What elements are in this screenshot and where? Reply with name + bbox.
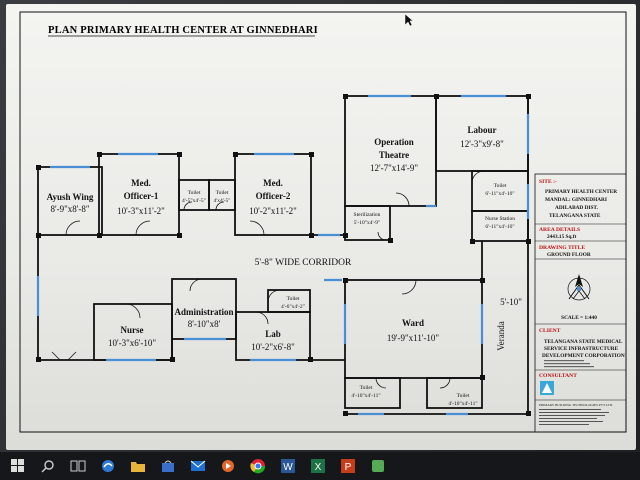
powerpoint-icon[interactable]: P [338, 458, 358, 474]
media-icon[interactable] [218, 458, 238, 474]
client-address-lines [544, 360, 594, 368]
svg-text:X: X [315, 462, 322, 473]
floor-plan: PLAN PRIMARY HEALTH CENTER AT GINNEDHARI [19, 11, 627, 433]
site-line-4: TELANGANA STATE [549, 213, 601, 219]
labour-dim: 12'-3"x9'-8" [460, 139, 504, 149]
scale-text: SCALE = 1:440 [561, 315, 597, 321]
ward-room [344, 279, 483, 379]
ot-name: Operation [374, 137, 414, 147]
med2-name: Med. [263, 178, 283, 188]
consultant-line-1: PRIMARY BUILDING TECHNOLOGIES PVT LTD [539, 403, 613, 407]
chrome-icon[interactable] [248, 458, 268, 474]
ayush-dim: 8'-9"x8'-8" [50, 204, 89, 214]
north-arrow-icon [567, 274, 591, 301]
ot-dim: 12'-7"x14'-9" [370, 163, 418, 173]
nurse-station-dim: 6'-11"x4'-10" [485, 224, 514, 230]
task-view-icon[interactable] [68, 458, 88, 474]
consultant-head: CONSULTANT [539, 373, 577, 379]
svg-text:P: P [345, 462, 352, 473]
med2-name2: Officer-2 [256, 191, 291, 201]
mail-icon[interactable] [188, 458, 208, 474]
area-value: 2443.15 Sq.ft [547, 234, 577, 240]
toilet-w2-name: Toilet [457, 393, 470, 399]
med1-name2: Officer-1 [124, 191, 159, 201]
toilet-lab-dim: 4'-6"x4'-2" [281, 304, 305, 310]
windows-icon[interactable] [8, 458, 28, 474]
title-block: SITE :- PRIMARY HEALTH CENTER MANDAL: GI… [534, 173, 627, 433]
admin-name: Administration [174, 307, 233, 317]
ayush-name: Ayush Wing [47, 192, 94, 202]
sterilization-room [344, 205, 391, 241]
store-icon[interactable] [158, 458, 178, 474]
room-labels: Ayush Wing 8'-9"x8'-8" Med. Officer-1 10… [47, 125, 523, 407]
sterilization-name: Sterilization [354, 212, 381, 218]
drawing-value: GROUND FLOOR [547, 252, 591, 258]
lab-name: Lab [265, 329, 281, 339]
nurse-station-name: Nurse Station [485, 216, 515, 222]
labour-name: Labour [467, 125, 496, 135]
drawing-sheet: PLAN PRIMARY HEALTH CENTER AT GINNEDHARI [6, 4, 636, 450]
ot-name2: Theatre [379, 150, 409, 160]
word-icon[interactable]: W [278, 458, 298, 474]
toilet-w2-room [426, 377, 483, 409]
toilet-w1-room [344, 377, 401, 409]
client-head: CLIENT [539, 328, 561, 334]
toilet-b-dim: 4'x4'-5" [213, 198, 230, 204]
veranda-width: 5'-10" [500, 297, 522, 307]
toilet-a-name: Toilet [188, 190, 201, 196]
drawing-head: DRAWING TITLE [539, 245, 585, 251]
ward-name: Ward [402, 318, 424, 328]
door-swings [51, 170, 485, 389]
consultant-logo-icon [540, 381, 554, 395]
consultant-address-lines [539, 409, 609, 425]
site-line-3: ADILABAD DIST. [555, 205, 599, 211]
med1-name: Med. [131, 178, 151, 188]
excel-icon[interactable]: X [308, 458, 328, 474]
windows [36, 94, 530, 416]
admin-dim: 8'-10"x8' [188, 319, 221, 329]
plan-title: PLAN PRIMARY HEALTH CENTER AT GINNEDHARI [48, 25, 318, 36]
toilet-a-dim: 4'-5"x4'-5" [182, 198, 206, 204]
corridor-label: 5'-8" WIDE CORRIDOR [255, 258, 352, 268]
edge-icon[interactable] [98, 458, 118, 474]
app-icon[interactable] [368, 458, 388, 474]
toilet-w1-dim: 4'-10"x4'-11" [351, 393, 380, 399]
corridor-left-wall [37, 235, 84, 361]
taskbar: W X P [0, 452, 640, 480]
med2-dim: 10'-2"x11'-2" [249, 206, 297, 216]
ward-dim: 19'-9"x11'-10" [387, 333, 440, 343]
lab-dim: 10'-2"x6'-8" [251, 342, 295, 352]
svg-text:W: W [283, 462, 293, 473]
toilet-w2-dim: 4'-10"x4'-11" [448, 401, 477, 407]
search-icon[interactable] [38, 458, 58, 474]
area-head: AREA DETAILS [539, 227, 580, 233]
toilet-lab-name: Toilet [287, 296, 300, 302]
folder-icon[interactable] [128, 458, 148, 474]
columns [36, 94, 531, 416]
nurse-name: Nurse [121, 325, 144, 335]
toilet-b-name: Toilet [216, 190, 229, 196]
client-line-2: SERVICE INFRASTRUCTURE [544, 346, 619, 352]
toilet-w1-name: Toilet [360, 385, 373, 391]
toilet-l-name: Toilet [494, 183, 507, 189]
nurse-dim: 10'-3"x6'-10" [108, 338, 156, 348]
sterilization-dim: 5'-10"x4'-9" [354, 220, 381, 226]
client-line-1: TELANGANA STATE MEDICAL [544, 339, 623, 345]
veranda-label: Veranda [496, 321, 506, 350]
toilet-l-dim: 6'-11"x4'-10" [485, 191, 514, 197]
mouse-cursor-icon [404, 13, 414, 27]
site-line-1: PRIMARY HEALTH CENTER [545, 189, 617, 195]
walls [37, 95, 529, 415]
site-head: SITE :- [539, 179, 557, 185]
client-line-3: DEVELOPMENT CORPORATION [542, 353, 625, 359]
site-line-2: MANDAL: GINNEDHARI [545, 197, 607, 203]
med1-dim: 10'-3"x11'-2" [117, 206, 165, 216]
